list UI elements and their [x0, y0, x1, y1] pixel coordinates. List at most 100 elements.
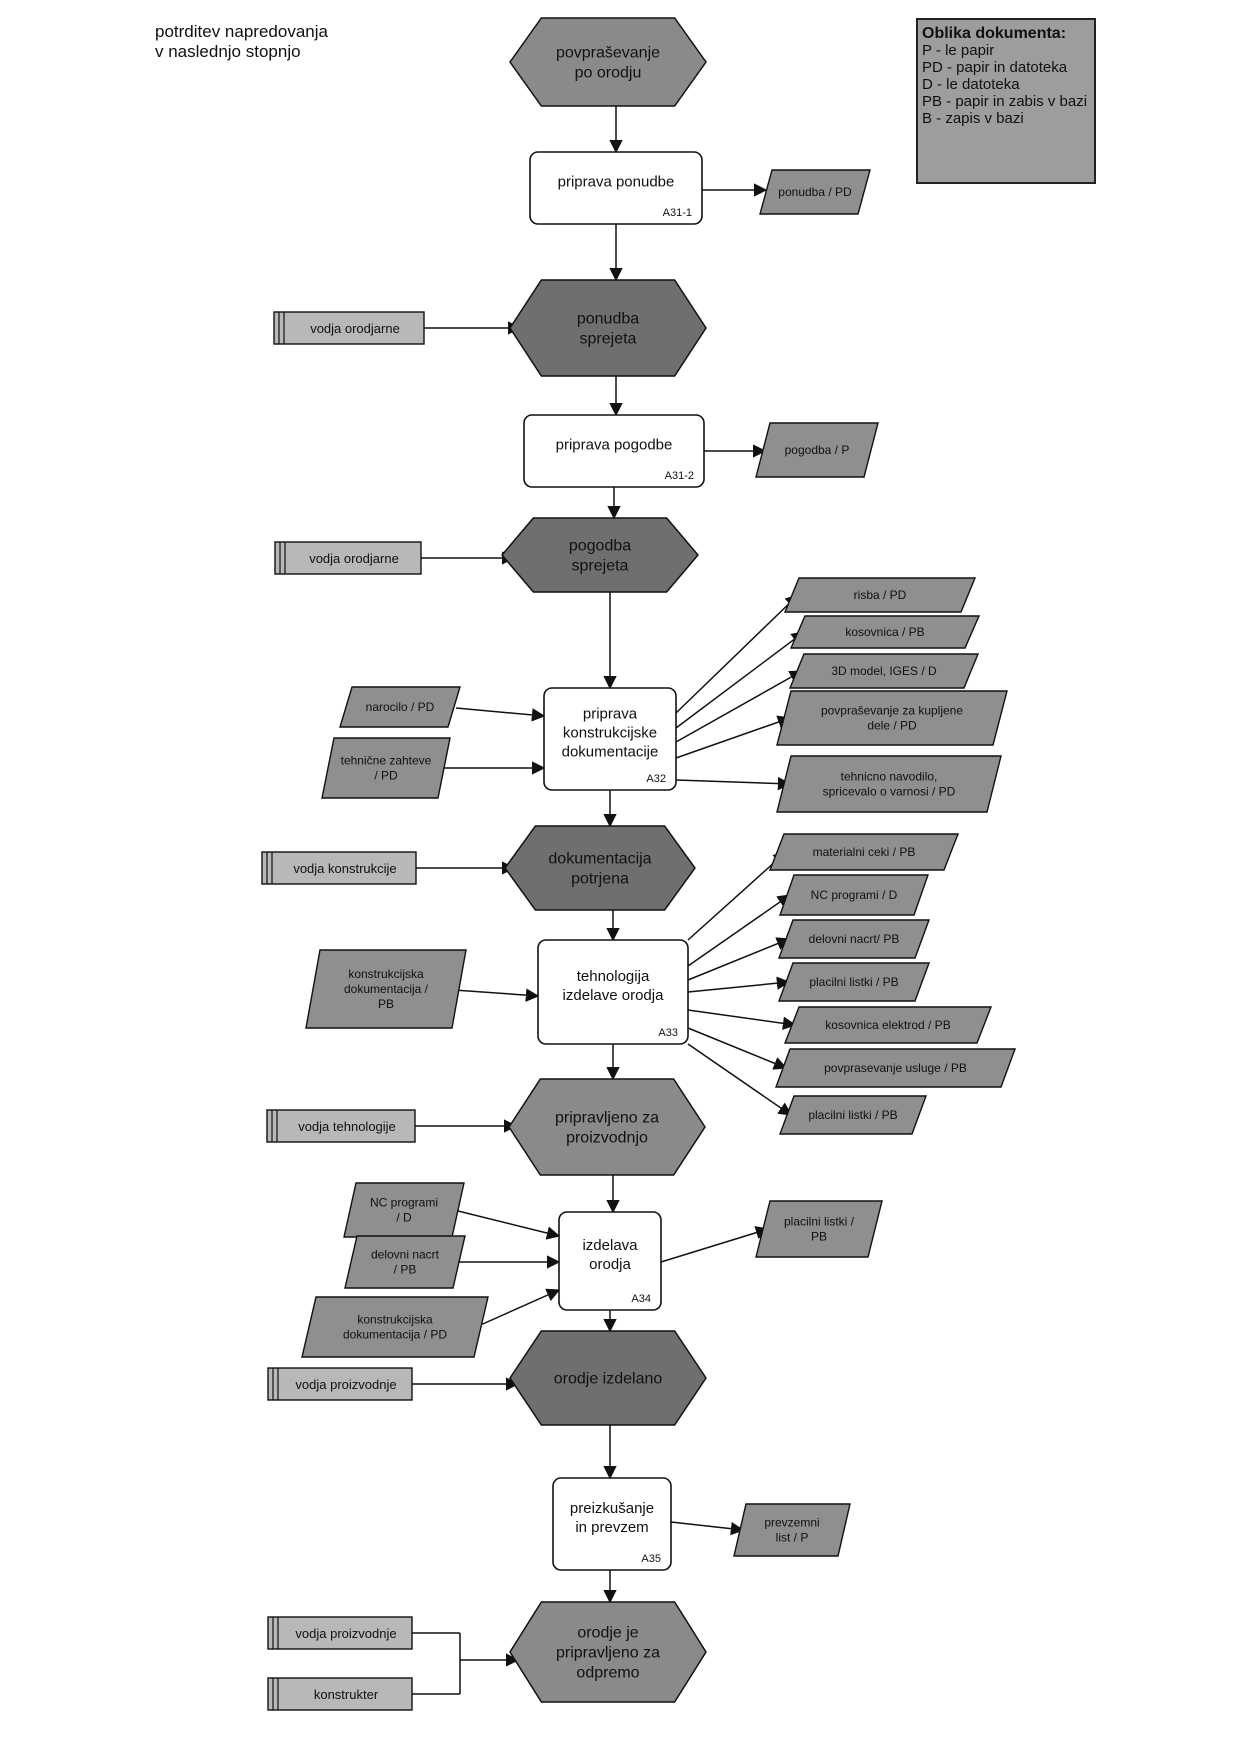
- process-box: [537, 939, 689, 1045]
- event-label: orodje je: [577, 1625, 638, 1642]
- document-d18: NC programi/ D: [343, 1182, 465, 1238]
- document-label: delovni nacrt/ PB: [809, 932, 900, 946]
- role-r3: vodja konstrukcije: [261, 851, 417, 885]
- event-label: povpraševanje: [556, 45, 660, 62]
- document-d4: kosovnica / PB: [789, 615, 981, 649]
- document-d10: materialni ceki / PB: [768, 833, 960, 871]
- event-label: potrjena: [571, 871, 629, 888]
- process-code: A31-2: [665, 470, 694, 482]
- connector-line: [455, 707, 546, 722]
- process-code: A31-1: [663, 207, 692, 219]
- event-hexagon: [504, 825, 696, 911]
- document-label: dele / PD: [867, 719, 917, 733]
- process-code: A33: [658, 1027, 678, 1039]
- document-shape: [733, 1503, 851, 1557]
- corner-note-line-2: v naslednjo stopnjo: [155, 42, 301, 61]
- legend-box: Oblika dokumenta: P - le papir PD - papi…: [916, 18, 1096, 184]
- event-label: pogodba: [569, 538, 631, 555]
- document-label: placilni listki / PB: [809, 975, 898, 989]
- document-d1: ponudba / PD: [759, 169, 871, 215]
- document-label: 3D model, IGES / D: [831, 664, 937, 678]
- connectors: [412, 106, 806, 1695]
- event-label: sprejeta: [572, 558, 629, 575]
- role-r1: vodja orodjarne: [273, 311, 425, 345]
- role-box: [267, 1677, 413, 1711]
- role-r6: vodja proizvodnje: [267, 1616, 413, 1650]
- document-label: / PD: [374, 769, 398, 783]
- document-label: pogodba / P: [785, 443, 850, 457]
- document-d11: NC programi / D: [779, 874, 929, 916]
- role-box: [273, 311, 425, 345]
- role-label: vodja tehnologije: [298, 1119, 396, 1134]
- document-label: narocilo / PD: [366, 700, 435, 714]
- role-label: vodja orodjarne: [310, 321, 400, 336]
- event-hexagon: [509, 1601, 707, 1703]
- role-box: [274, 541, 422, 575]
- process-label: in prevzem: [575, 1519, 648, 1536]
- event-hexagon: [509, 279, 707, 377]
- document-shape: [776, 755, 1002, 813]
- role-label: vodja proizvodnje: [295, 1626, 396, 1641]
- document-label: povpraševanje za kupljene: [821, 704, 963, 718]
- legend-title: Oblika dokumenta:: [922, 25, 1067, 42]
- process-code: A32: [646, 773, 666, 785]
- role-r5: vodja proizvodnje: [267, 1367, 413, 1401]
- document-d21: placilni listki /PB: [755, 1200, 883, 1258]
- document-shape: [779, 874, 929, 916]
- process-label: orodja: [589, 1256, 631, 1273]
- process-box: [523, 414, 705, 488]
- document-label: NC programi / D: [811, 888, 898, 902]
- document-d9: tehnične zahteve/ PD: [321, 737, 451, 799]
- connector-line: [687, 937, 791, 981]
- connector-line: [687, 1027, 788, 1070]
- event-hexagon: [508, 1078, 706, 1176]
- process-box: [558, 1211, 662, 1311]
- document-shape: [344, 1235, 466, 1289]
- document-d16: placilni listki / PB: [778, 1095, 928, 1135]
- document-shape: [339, 686, 461, 728]
- document-shape: [777, 919, 931, 959]
- document-shape: [301, 1296, 489, 1358]
- legend-item: PB - papir in zabis v bazi: [922, 93, 1088, 110]
- connector-line: [660, 1226, 770, 1263]
- document-d8: narocilo / PD: [339, 686, 461, 728]
- document-label: tehnične zahteve: [341, 754, 432, 768]
- legend-item: D - le datoteka: [922, 76, 1020, 93]
- document-label: placilni listki / PB: [808, 1108, 897, 1122]
- event-e6: orodje izdelano: [509, 1330, 707, 1426]
- document-shape: [777, 962, 931, 1002]
- process-label: preizkušanje: [570, 1500, 654, 1517]
- document-label: dokumentacija / PD: [343, 1328, 447, 1342]
- connector-line: [687, 1043, 793, 1116]
- process-label: dokumentacije: [562, 743, 659, 760]
- connector-line: [675, 594, 799, 714]
- process-box: [529, 151, 703, 225]
- process-box: [543, 687, 677, 791]
- connector-line: [675, 776, 792, 791]
- document-d15: povprasevanje usluge / PB: [774, 1048, 1017, 1088]
- legend-item: PD - papir in datoteka: [922, 59, 1068, 76]
- connector-line: [475, 1288, 561, 1328]
- process-label: konstrukcijske: [563, 724, 657, 741]
- document-shape: [321, 737, 451, 799]
- role-box: [267, 1616, 413, 1650]
- connector-line: [675, 670, 804, 743]
- legend-item: B - zapis v bazi: [922, 110, 1024, 127]
- event-label: orodje izdelano: [554, 1371, 663, 1388]
- role-label: vodja orodjarne: [309, 551, 399, 566]
- role-r7: konstrukter: [267, 1677, 413, 1711]
- role-box: [261, 851, 417, 885]
- document-d2: pogodba / P: [755, 422, 879, 478]
- event-hexagon: [509, 1330, 707, 1426]
- document-shape: [783, 577, 977, 613]
